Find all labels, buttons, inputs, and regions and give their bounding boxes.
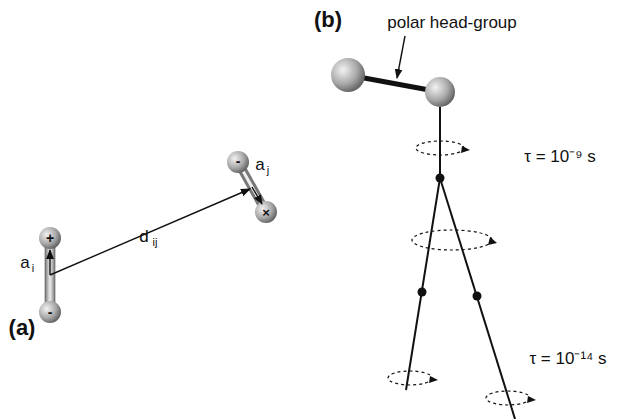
charge-sign: -: [236, 154, 241, 168]
head-atom: [331, 58, 365, 92]
panel-label: (a): [9, 317, 36, 339]
lipid-chain: [440, 178, 515, 419]
lipid-chain: [439, 107, 441, 178]
distance-vector: [50, 189, 250, 275]
charge-sphere: [227, 151, 249, 173]
lipid-chain: [406, 178, 440, 390]
chain-joint: [473, 292, 482, 301]
time-constant: τ = 10⁻⁹ s: [524, 148, 596, 165]
vector-symbol: d: [139, 228, 148, 245]
chain-joint: [436, 174, 445, 183]
leader-line: [397, 36, 405, 78]
part-label: polar head-group: [387, 14, 516, 31]
charge-sign: -: [48, 305, 53, 319]
time-constant: τ = 10⁻¹⁴ s: [529, 350, 606, 367]
charge-sphere: [255, 201, 277, 223]
dipole-vector: [49, 250, 50, 275]
rotation-arrowheads: [429, 146, 536, 403]
vector-symbol: a: [20, 254, 29, 271]
vector-subscript: i: [32, 263, 34, 274]
vector-subscript: ij: [153, 237, 158, 248]
charge-sign: +: [46, 231, 54, 245]
vector-subscript: j: [267, 165, 269, 176]
chain-joint: [418, 288, 427, 297]
dipole-vector: [252, 187, 262, 204]
vector-symbol: a: [255, 156, 264, 173]
charge-sphere: [39, 301, 61, 323]
panel-label: (b): [314, 9, 342, 31]
charge-sign: ×: [262, 206, 270, 219]
rotation-arrows: [388, 141, 530, 405]
charge-sphere: [39, 227, 61, 249]
head-atom: [425, 77, 455, 107]
